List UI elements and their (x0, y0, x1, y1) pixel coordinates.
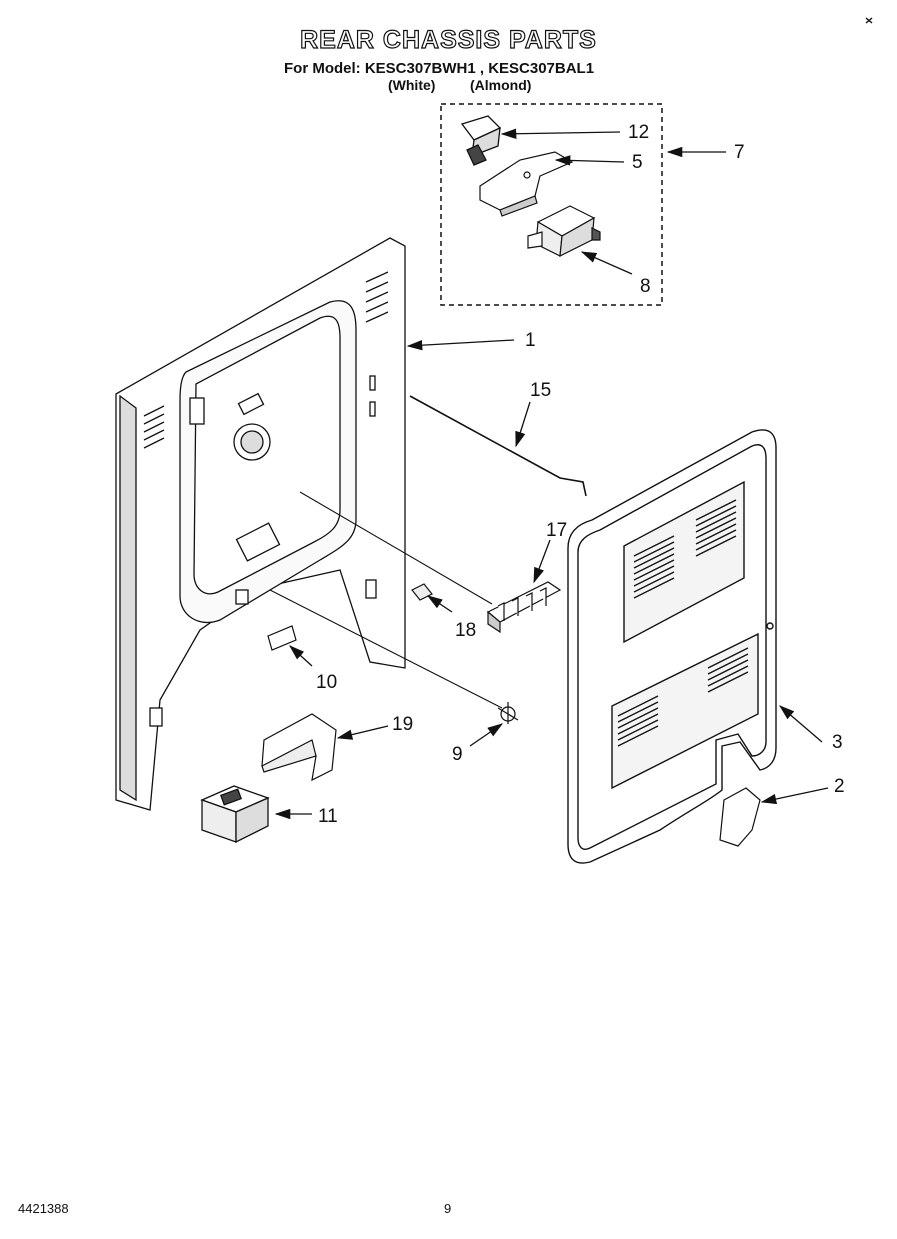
part-12-latch (460, 115, 502, 166)
callout-10: 10 (316, 672, 337, 693)
part-18-clip (411, 583, 433, 601)
part-19-shield (261, 713, 337, 782)
callout-9: 9 (452, 744, 463, 765)
color-white-label: (White) (388, 77, 436, 93)
callout-2: 2 (834, 776, 845, 797)
doc-number: 4421388 (18, 1201, 69, 1216)
callout-3: 3 (832, 732, 843, 753)
color-almond-label: (Almond) (470, 77, 532, 93)
part-9-sensor (497, 702, 519, 724)
part-3-back-cover (567, 429, 777, 864)
callout-5: 5 (632, 152, 643, 173)
callout-1: 1 (525, 330, 536, 351)
leader-lines (269, 491, 503, 709)
page-title: REAR CHASSIS PARTS (300, 25, 597, 54)
part-2-bracket (719, 787, 761, 847)
part-11-transformer (200, 785, 270, 844)
callout-15: 15 (530, 380, 551, 401)
callout-12: 12 (628, 122, 649, 143)
callout-7: 7 (734, 142, 745, 163)
callout-17: 17 (546, 520, 567, 541)
callout-11: 11 (318, 806, 338, 827)
assembly-7-dashed-box (440, 103, 663, 306)
callout-19: 19 (392, 714, 413, 735)
callout-arrows (274, 128, 829, 820)
corner-mark (865, 17, 873, 24)
part-8-solenoid (527, 205, 601, 258)
part-5-bracket (479, 151, 574, 217)
part-17-terminal-block (486, 581, 562, 634)
part-1-rear-panel (115, 237, 406, 811)
callout-18: 18 (455, 620, 476, 641)
part-15-rod (409, 395, 587, 497)
model-line: For Model: KESC307BWH1 , KESC307BAL1 (284, 60, 595, 77)
part-10-bracket (267, 625, 297, 651)
page-number: 9 (444, 1201, 452, 1216)
callout-8: 8 (640, 276, 651, 297)
